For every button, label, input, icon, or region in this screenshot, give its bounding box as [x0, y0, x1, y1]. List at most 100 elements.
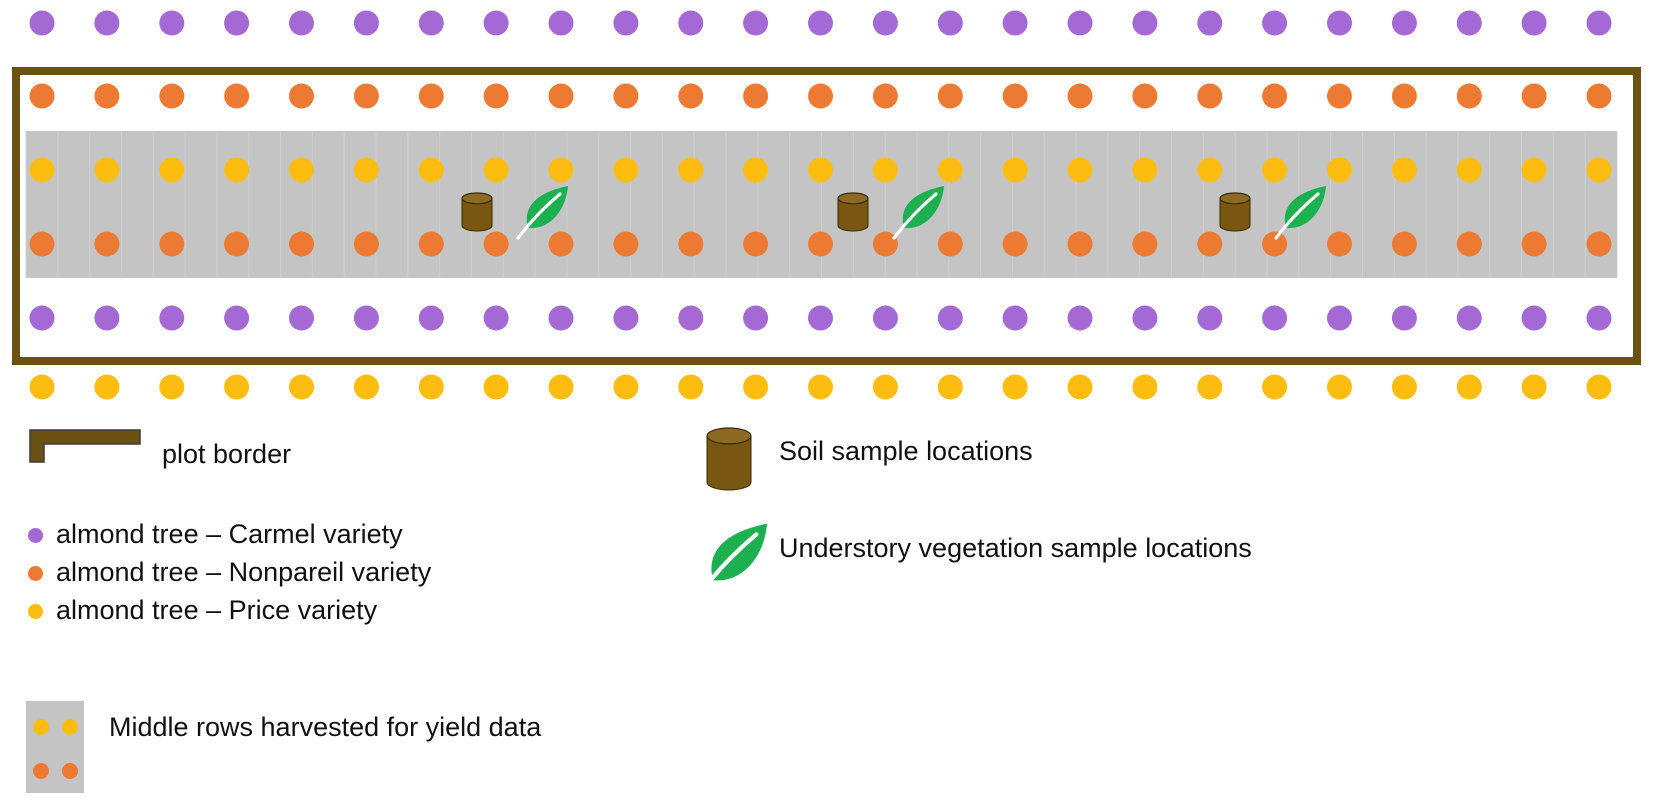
- carmel-tree: [548, 305, 574, 331]
- price-tree: [1391, 374, 1417, 400]
- price-tree: [678, 157, 704, 183]
- tree-row-price: [29, 374, 1612, 400]
- price-tree: [289, 374, 314, 400]
- nonpareil-tree: [808, 231, 833, 257]
- nonpareil-tree: [937, 231, 963, 257]
- carmel-tree: [937, 10, 963, 36]
- carmel-tree: [1327, 305, 1352, 331]
- carmel-tree: [29, 10, 55, 36]
- tree-rows: [29, 10, 1612, 400]
- carmel-tree: [1391, 305, 1417, 331]
- carmel-tree: [1456, 10, 1482, 36]
- carmel-tree: [1197, 10, 1223, 36]
- price-tree: [1521, 374, 1547, 400]
- nonpareil-tree: [1002, 231, 1028, 257]
- carmel-tree: [353, 10, 379, 36]
- price-tree: [483, 374, 509, 400]
- carmel-tree: [613, 305, 639, 331]
- price-dot-icon: [33, 719, 49, 735]
- nonpareil-tree: [808, 83, 833, 109]
- nonpareil-tree: [1586, 83, 1612, 109]
- soil-sample-cylinder-icon: [706, 427, 752, 491]
- carmel-tree: [743, 10, 769, 36]
- carmel-tree: [937, 305, 963, 331]
- carmel-tree: [1391, 10, 1417, 36]
- price-tree: [418, 157, 444, 183]
- carmel-tree: [353, 305, 379, 331]
- nonpareil-tree: [483, 231, 509, 257]
- price-tree: [678, 374, 704, 400]
- carmel-tree: [289, 305, 314, 331]
- carmel-tree: [1521, 10, 1547, 36]
- nonpareil-tree: [1067, 231, 1093, 257]
- legend-carmel-label: almond tree – Carmel variety: [56, 519, 403, 549]
- nonpareil-tree: [872, 83, 898, 109]
- carmel-tree: [1067, 305, 1093, 331]
- nonpareil-tree: [289, 83, 314, 109]
- nonpareil-tree: [353, 231, 379, 257]
- price-tree: [613, 374, 639, 400]
- price-tree: [483, 157, 509, 183]
- price-tree: [872, 157, 898, 183]
- price-tree: [872, 374, 898, 400]
- price-tree: [1002, 374, 1028, 400]
- price-tree: [1327, 157, 1352, 183]
- carmel-tree: [1586, 305, 1612, 331]
- tree-row-nonpareil: [29, 83, 1612, 109]
- carmel-tree: [1327, 10, 1352, 36]
- tree-row-price: [29, 157, 1612, 183]
- price-tree: [1067, 157, 1093, 183]
- nonpareil-tree: [1262, 83, 1288, 109]
- carmel-tree: [1132, 305, 1158, 331]
- carmel-tree: [743, 305, 769, 331]
- nonpareil-tree: [1456, 83, 1482, 109]
- nonpareil-tree: [159, 83, 185, 109]
- nonpareil-tree: [483, 83, 509, 109]
- nonpareil-tree: [1132, 231, 1158, 257]
- price-tree: [743, 157, 769, 183]
- nonpareil-tree: [678, 231, 704, 257]
- nonpareil-tree: [872, 231, 898, 257]
- price-tree: [937, 157, 963, 183]
- price-tree: [353, 374, 379, 400]
- nonpareil-tree: [548, 231, 574, 257]
- price-tree: [29, 374, 55, 400]
- carmel-tree: [808, 10, 833, 36]
- soil-sample-cylinder-icon: [706, 427, 752, 491]
- legend-price-label: almond tree – Price variety: [56, 595, 378, 625]
- price-tree: [1456, 374, 1482, 400]
- nonpareil-tree: [289, 231, 314, 257]
- price-tree: [1262, 157, 1288, 183]
- price-tree: [159, 374, 185, 400]
- tree-row-carmel: [29, 10, 1612, 36]
- carmel-tree: [159, 10, 185, 36]
- nonpareil-tree: [159, 231, 185, 257]
- harvest-band-icon: [26, 701, 84, 793]
- nonpareil-tree: [1391, 83, 1417, 109]
- price-tree: [159, 157, 185, 183]
- price-tree: [224, 157, 250, 183]
- carmel-tree: [678, 10, 704, 36]
- sample-site: [837, 186, 944, 240]
- price-tree: [1521, 157, 1547, 183]
- price-tree: [1197, 157, 1223, 183]
- soil-sample-cylinder-icon: [837, 192, 869, 232]
- nonpareil-tree: [353, 83, 379, 109]
- price-tree: [289, 157, 314, 183]
- tree-row-nonpareil: [29, 231, 1612, 257]
- nonpareil-tree: [1197, 83, 1223, 109]
- carmel-tree: [548, 10, 574, 36]
- price-tree: [1132, 157, 1158, 183]
- nonpareil-tree: [1456, 231, 1482, 257]
- legend-understory-label: Understory vegetation sample locations: [779, 533, 1252, 563]
- price-tree: [937, 374, 963, 400]
- carmel-tree: [483, 305, 509, 331]
- sample-site: [461, 186, 568, 240]
- nonpareil-tree: [613, 231, 639, 257]
- price-tree: [1391, 157, 1417, 183]
- leaf-icon: [697, 523, 768, 596]
- plot-border-icon: [29, 429, 141, 463]
- nonpareil-tree: [94, 231, 120, 257]
- price-tree: [94, 374, 120, 400]
